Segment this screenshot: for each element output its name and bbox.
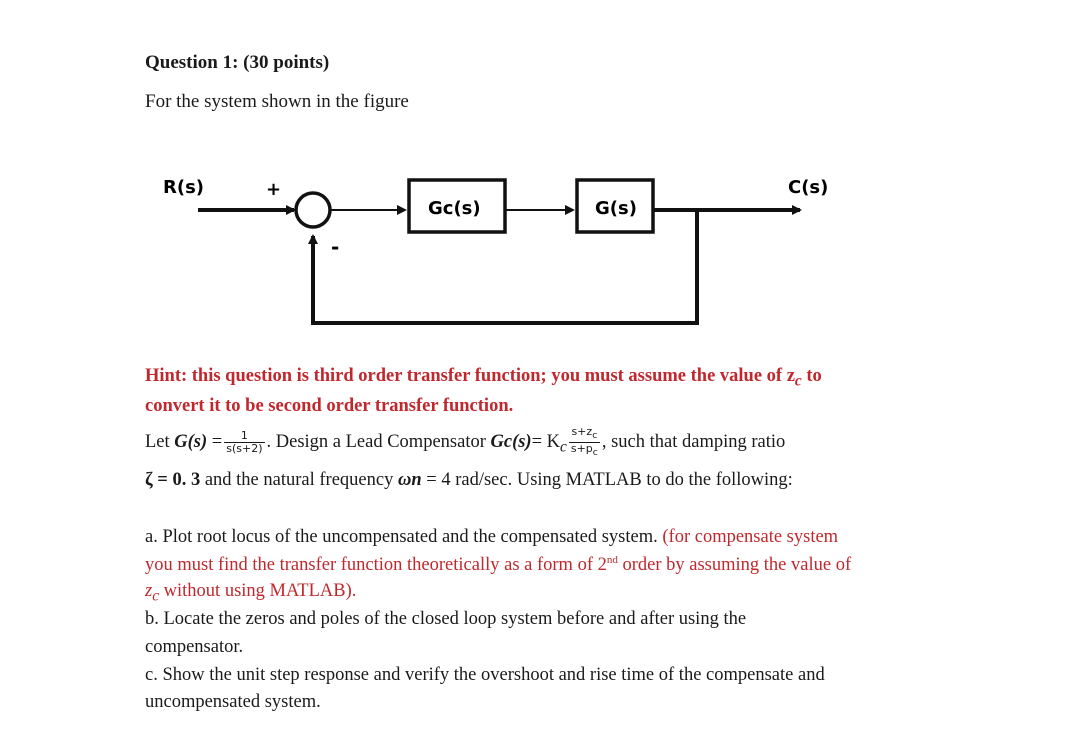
gc-block-label: Gc(s) — [428, 198, 481, 219]
input-label: R(s) — [163, 177, 204, 198]
plus-sign: + — [266, 179, 281, 200]
hint-line-1: Hint: this question is third order trans… — [145, 366, 822, 390]
summing-junction — [294, 191, 332, 229]
task-c-line-1: c. Show the unit step response and verif… — [145, 665, 825, 685]
task-b-line-1: b. Locate the zeros and poles of the clo… — [145, 609, 747, 629]
task-b-line-2: compensator. — [145, 637, 244, 657]
task-a-line-2: you must find the transfer function theo… — [145, 554, 852, 576]
hint: Hint: this question is third order trans… — [145, 364, 822, 419]
minus-sign: - — [331, 235, 339, 259]
problem-line-2: ζ = 0. 3 and the natural frequency ωn = … — [145, 470, 793, 490]
gc-block — [407, 178, 507, 234]
gc-label-text: Gc(s) — [428, 198, 481, 219]
question-title: Question 1: (30 points) — [145, 52, 330, 73]
question-intro: For the system shown in the figure — [145, 91, 409, 112]
task-c-line-2: uncompensated system. — [145, 692, 321, 712]
hint-line-2: convert it to be second order transfer f… — [145, 395, 514, 416]
output-label: C(s) — [788, 177, 828, 198]
g-block — [575, 178, 655, 234]
task-a-line-1: a. Plot root locus of the uncompensated … — [145, 527, 839, 547]
g-block-label: G(s) — [595, 198, 637, 219]
task-a-line-3: zc without using MATLAB). — [145, 581, 357, 605]
feedback-path — [308, 210, 699, 325]
